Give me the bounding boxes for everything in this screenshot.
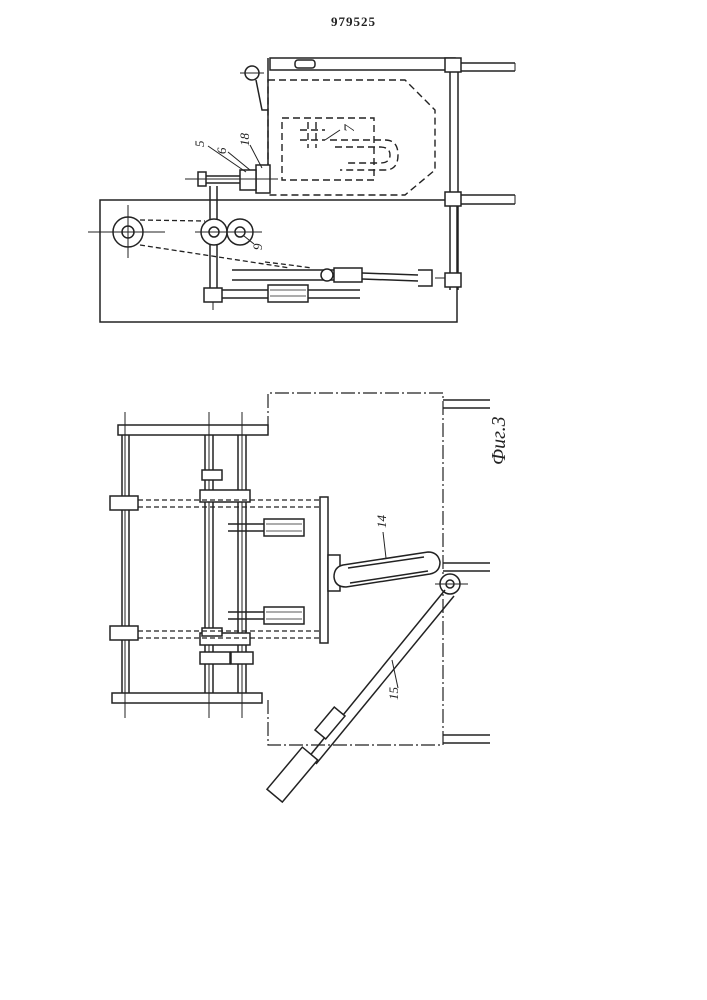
housing-outline (268, 80, 435, 195)
loop-element (330, 140, 398, 170)
roller-frame-top (118, 425, 268, 435)
lever-14 (334, 552, 440, 587)
post-joint-mid (445, 192, 461, 206)
top-corner-block (445, 58, 461, 72)
arm-15-b (316, 596, 454, 764)
label-9: 9 (250, 243, 265, 250)
label-6: 6 (214, 147, 229, 154)
post-joint-low (445, 273, 461, 287)
sprocket-c (231, 652, 253, 664)
chain-bundle (265, 262, 312, 268)
collar-mid (202, 628, 222, 636)
carriage-plate (320, 497, 328, 643)
clevis-right (418, 270, 432, 286)
link-rod-a (362, 273, 418, 275)
sprocket-a2 (110, 626, 138, 640)
clevis-pin (321, 269, 333, 281)
roller-frame-bottom (112, 693, 262, 703)
clevis-body (334, 268, 362, 282)
label-15: 15 (386, 687, 401, 701)
sprocket-a1 (110, 496, 138, 510)
chain-upper (140, 220, 205, 221)
label-18: 18 (237, 133, 252, 147)
top-bar-pad (295, 60, 315, 68)
figure-caption: Фиг.3 (488, 416, 510, 465)
bushing-low (268, 285, 308, 302)
guide-lower (264, 607, 304, 624)
lever-18 (256, 80, 268, 110)
base-plate (100, 200, 457, 322)
lower-view: 14 15 (110, 393, 490, 802)
upper-view: 5 6 18 7 9 (88, 58, 515, 322)
arm-15-cylinder (267, 747, 318, 802)
shaft-bottom-block (204, 288, 222, 302)
label-7: 7 (342, 123, 358, 132)
collar-top (202, 470, 222, 480)
sprocket-b3 (200, 652, 230, 664)
link-rod-b (362, 279, 418, 281)
leader-7 (325, 130, 340, 140)
label-14: 14 (374, 515, 389, 529)
label-5: 5 (192, 140, 207, 147)
loop-element-inner (335, 147, 390, 163)
chain-lower (140, 245, 290, 268)
guide-upper (264, 519, 304, 536)
gear-block-6 (240, 170, 256, 190)
leader-14 (383, 532, 386, 558)
